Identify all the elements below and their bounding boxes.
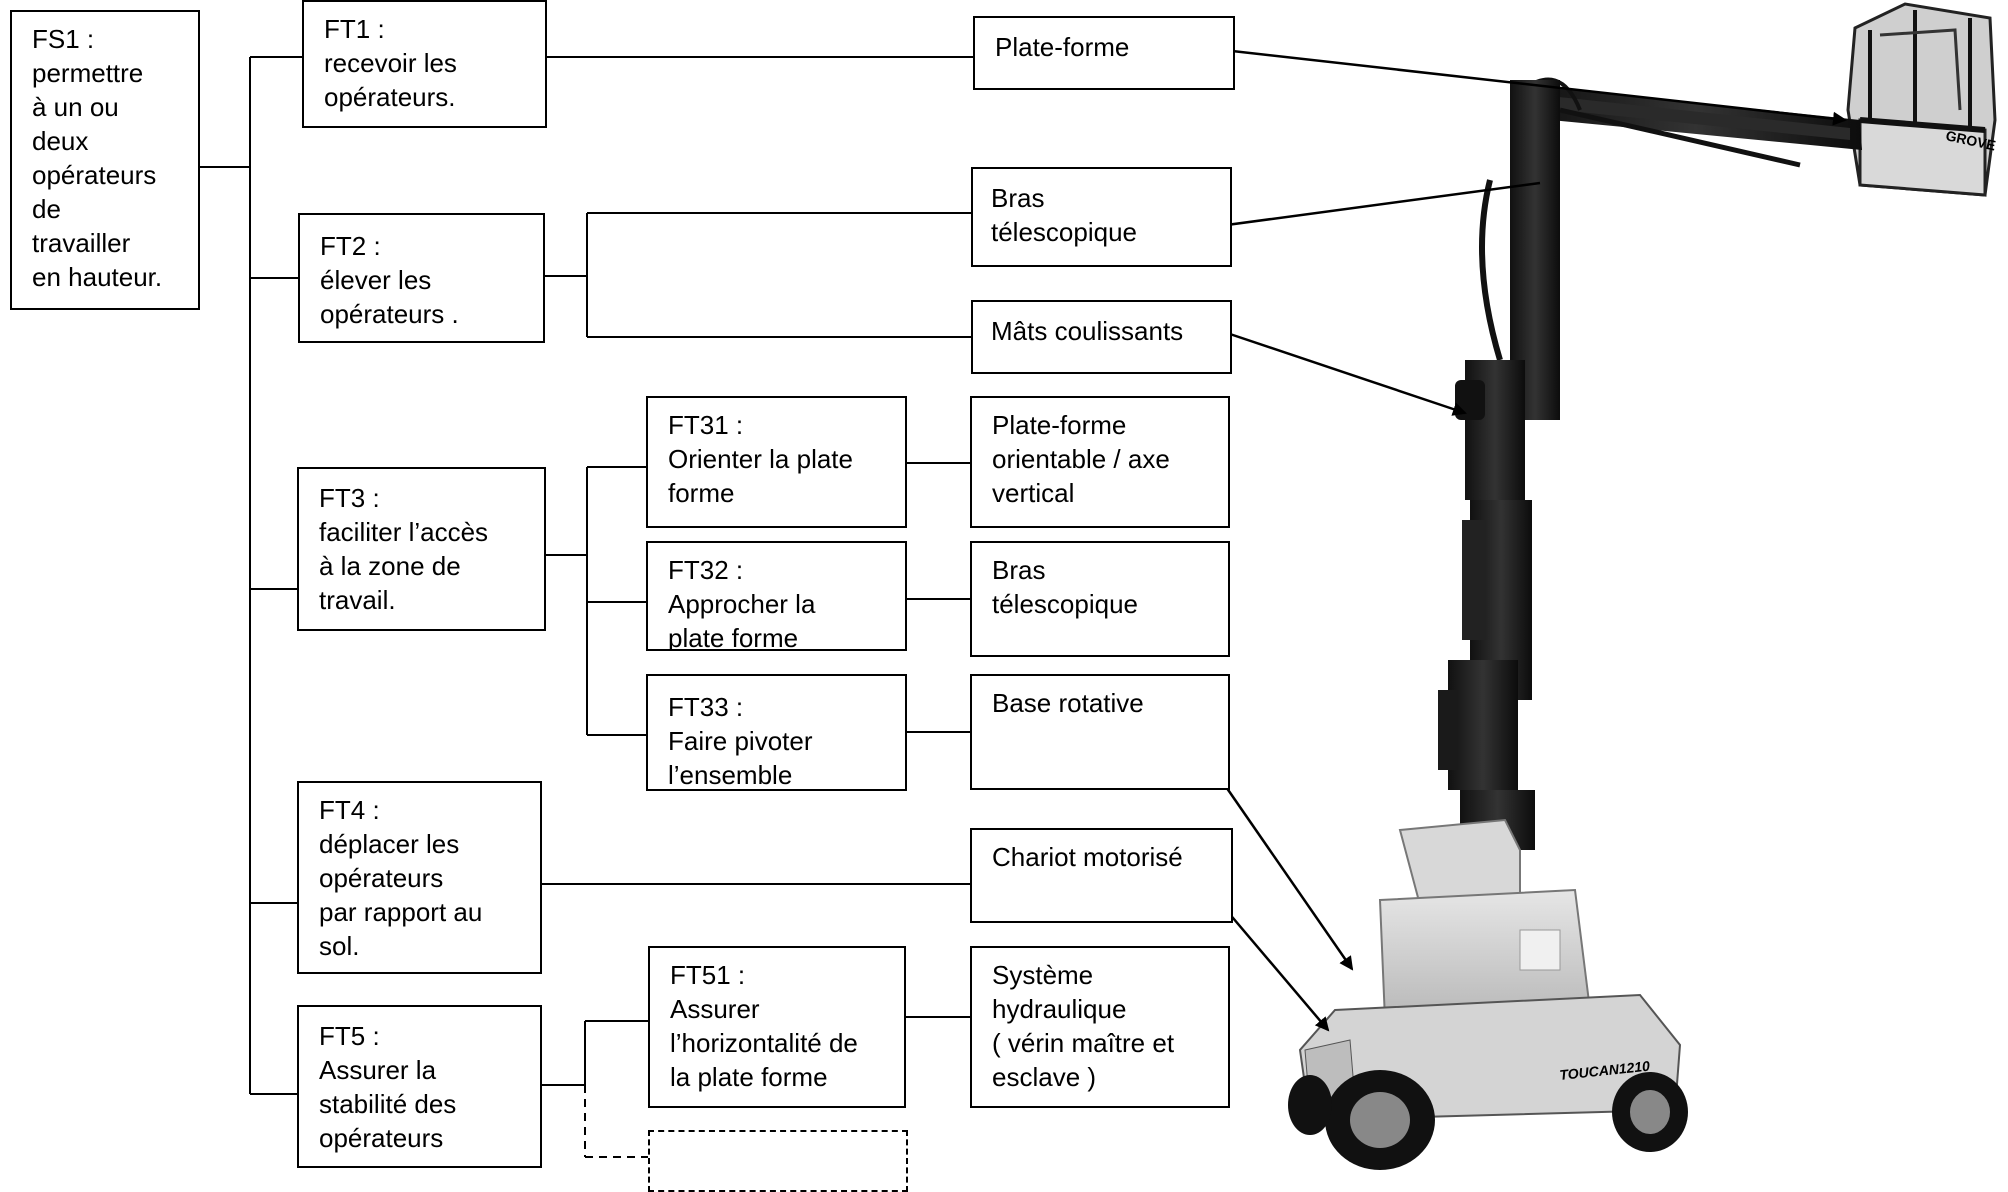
platform-basket: GROVE <box>1846 2 1997 197</box>
ft33-box: FT33 : Faire pivoter l’ensemble <box>646 674 907 791</box>
ft3-box: FT3 : faciliter l’accès à la zone de tra… <box>297 467 546 631</box>
ft51-box: FT51 : Assurer l’horizontalité de la pla… <box>648 946 906 1108</box>
ft4-text: FT4 : déplacer les opérateurs par rappor… <box>319 795 483 961</box>
solution-bras-box: Bras télescopique <box>971 167 1232 267</box>
tree-lines <box>200 56 973 1095</box>
ft4-box: FT4 : déplacer les opérateurs par rappor… <box>297 781 542 974</box>
ft31-text: FT31 : Orienter la plate forme <box>668 410 853 508</box>
ft32-text: FT32 : Approcher la plate forme <box>668 555 816 651</box>
mast-sections <box>1438 360 1535 850</box>
ft5-box: FT5 : Assurer la stabilité des opérateur… <box>297 1005 542 1168</box>
empty-dashed-box <box>648 1130 908 1192</box>
solution-chariot-box: Chariot motorisé <box>970 828 1233 923</box>
ft1-box: FT1 : recevoir les opérateurs. <box>302 0 547 128</box>
solution-plateforme-orientable-box: Plate-forme orientable / axe vertical <box>970 396 1230 528</box>
solution-mats-text: Mâts coulissants <box>991 316 1184 346</box>
solution-hydraulique-text: Système hydraulique ( vérin maître et es… <box>992 960 1175 1092</box>
telescopic-arm <box>1518 77 1862 168</box>
solution-plateforme-text: Plate-forme <box>995 32 1130 62</box>
solution-bras2-box: Bras télescopique <box>970 541 1230 657</box>
ft32-box: FT32 : Approcher la plate forme <box>646 541 907 651</box>
solution-bras-text: Bras télescopique <box>991 183 1137 247</box>
solution-mats-box: Mâts coulissants <box>971 300 1232 374</box>
solution-base-box: Base rotative <box>970 674 1230 790</box>
ft2-text: FT2 : élever les opérateurs . <box>320 231 459 329</box>
solution-base-text: Base rotative <box>992 688 1144 718</box>
aerial-lift-illustration: GROVE TOUCAN1210 <box>1288 2 1997 1170</box>
ft51-text: FT51 : Assurer l’horizontalité de la pla… <box>670 960 858 1092</box>
fs1-box: FS1 : permettre à un ou deux opérateurs … <box>10 10 200 310</box>
pointer-arrows <box>1169 42 1847 1032</box>
wheels <box>1288 1070 1688 1170</box>
ft1-text: FT1 : recevoir les opérateurs. <box>324 14 457 112</box>
solution-plateforme-orientable-text: Plate-forme orientable / axe vertical <box>992 410 1170 508</box>
ft5-text: FT5 : Assurer la stabilité des opérateur… <box>319 1021 457 1153</box>
ft31-box: FT31 : Orienter la plate forme <box>646 396 907 528</box>
ft33-text: FT33 : Faire pivoter l’ensemble <box>668 692 813 790</box>
ft2-box: FT2 : élever les opérateurs . <box>298 213 545 343</box>
solution-hydraulique-box: Système hydraulique ( vérin maître et es… <box>970 946 1230 1108</box>
dashed-branch-line <box>584 1085 648 1158</box>
solution-bras2-text: Bras télescopique <box>992 555 1138 619</box>
solution-plateforme-box: Plate-forme <box>973 16 1235 90</box>
solution-chariot-text: Chariot motorisé <box>992 842 1183 872</box>
fs1-text: FS1 : permettre à un ou deux opérateurs … <box>32 24 163 292</box>
ft3-text: FT3 : faciliter l’accès à la zone de tra… <box>319 483 489 615</box>
